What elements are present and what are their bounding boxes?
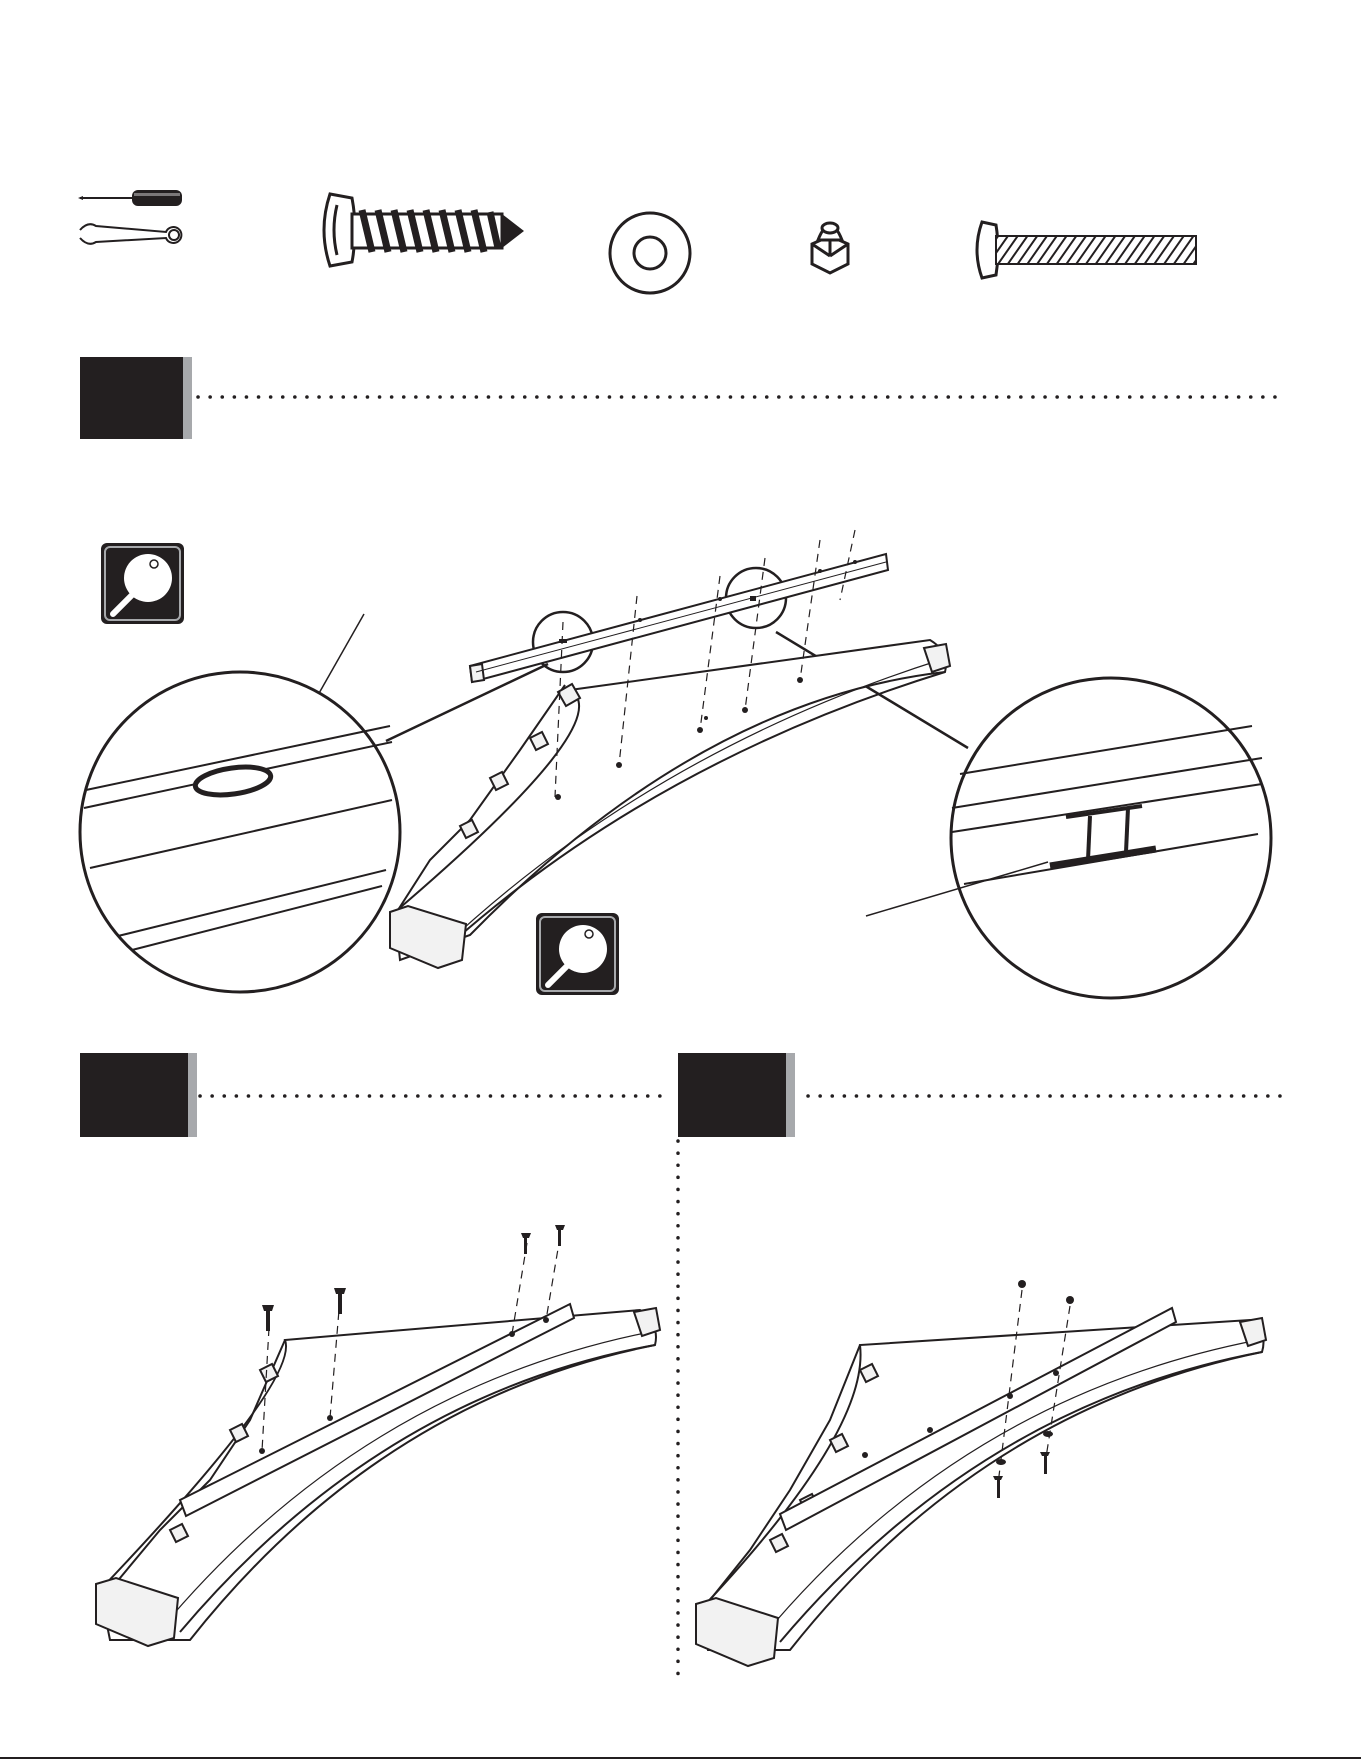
i-beam-slot-detail (951, 678, 1271, 998)
step-a-badge (80, 357, 192, 439)
wrench-icon (80, 224, 181, 244)
lock-nut-icon (812, 223, 848, 273)
step-c-badge (678, 1053, 795, 1137)
curved-frame-part (696, 1308, 1266, 1666)
self-tapping-screw-icon (324, 194, 524, 266)
magnifier-icon (101, 543, 184, 624)
flat-washer-icon (610, 213, 690, 293)
curved-frame-part (390, 640, 950, 968)
screwdriver-icon (78, 190, 182, 206)
curved-frame-part (96, 1304, 660, 1646)
machine-bolt-icon (977, 222, 1196, 278)
magnifier-icon (536, 913, 619, 995)
oval-hole-detail (80, 672, 400, 992)
step-b-badge (80, 1053, 197, 1137)
